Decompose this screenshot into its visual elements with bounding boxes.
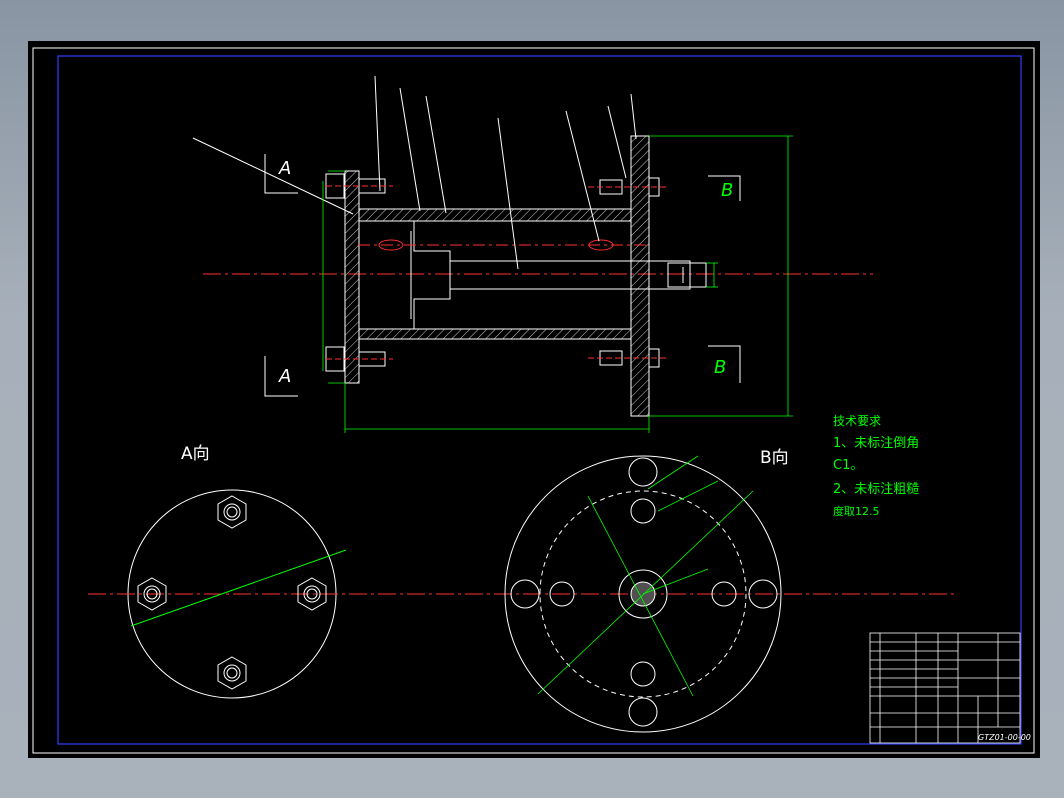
b-view-dimensions [537,455,754,697]
sheet-border [32,47,1035,754]
left-flange [344,170,360,384]
b-view-label: B向 [760,448,789,468]
drawing-frame [57,55,1022,745]
b-view-hole-8 [748,579,778,609]
b-view-hole-3 [630,661,656,687]
piston-rod [449,260,691,290]
bolt-top-right [588,177,668,197]
drawing-number: GTZ01-00-00 [978,733,1031,742]
tech-notes-line1: 1、未标注倒角 [833,436,919,451]
b-view-hub [618,569,668,619]
b-view-hole-5 [510,579,540,609]
title-block[interactable] [869,632,1021,744]
part-leaders [192,75,637,270]
b-view-hole-7 [711,581,737,607]
a-view[interactable] [88,489,958,699]
port-left [378,239,404,251]
bolt-bottom-left [325,346,393,372]
b-view-hole-4 [628,697,658,727]
tech-notes-line4: 度取12.5 [833,504,880,518]
b-view-hole-6 [549,581,575,607]
section-a-top-label: A [278,158,291,179]
dimension-lines [322,135,793,433]
tube-upper-wall [358,208,632,222]
b-view-hole-2 [630,498,656,524]
tech-notes: 技术要求 1、未标注倒角 C1。 2、未标注粗糙 度取12.5 [833,414,919,518]
title-block-frame [869,632,1021,744]
cad-drawing[interactable]: A A B B A向 [28,41,1040,758]
a-view-label: A向 [181,444,210,464]
section-view[interactable] [192,75,873,417]
tech-notes-line3: 2、未标注粗糙 [833,482,919,497]
a-view-diameter-dim [130,549,347,627]
a-view-nut-left [137,577,167,611]
a-view-nut-bottom [217,656,247,690]
right-flange [630,135,650,417]
a-view-nut-right [297,577,327,611]
b-view[interactable] [504,455,782,733]
a-view-nut-top [217,495,247,529]
b-view-outline [504,455,782,733]
section-cut-b [708,175,741,383]
tech-notes-line2: C1。 [833,458,863,473]
rod-end [667,262,707,288]
piston-body [359,220,451,330]
b-view-bolt-circle [539,490,747,698]
section-b-top-label: B [721,180,733,201]
bolt-top-left [325,173,393,199]
b-view-hole-1 [628,457,658,487]
section-a-bottom-label: A [278,366,291,387]
tube-lower-wall [358,328,632,340]
cad-viewport[interactable]: A A B B A向 [28,41,1040,758]
bolt-bottom-right [588,348,668,368]
section-b-bottom-label: B [714,357,726,378]
tech-notes-heading: 技术要求 [833,414,881,428]
spring-coils [458,260,548,330]
section-cut-a [264,154,298,397]
